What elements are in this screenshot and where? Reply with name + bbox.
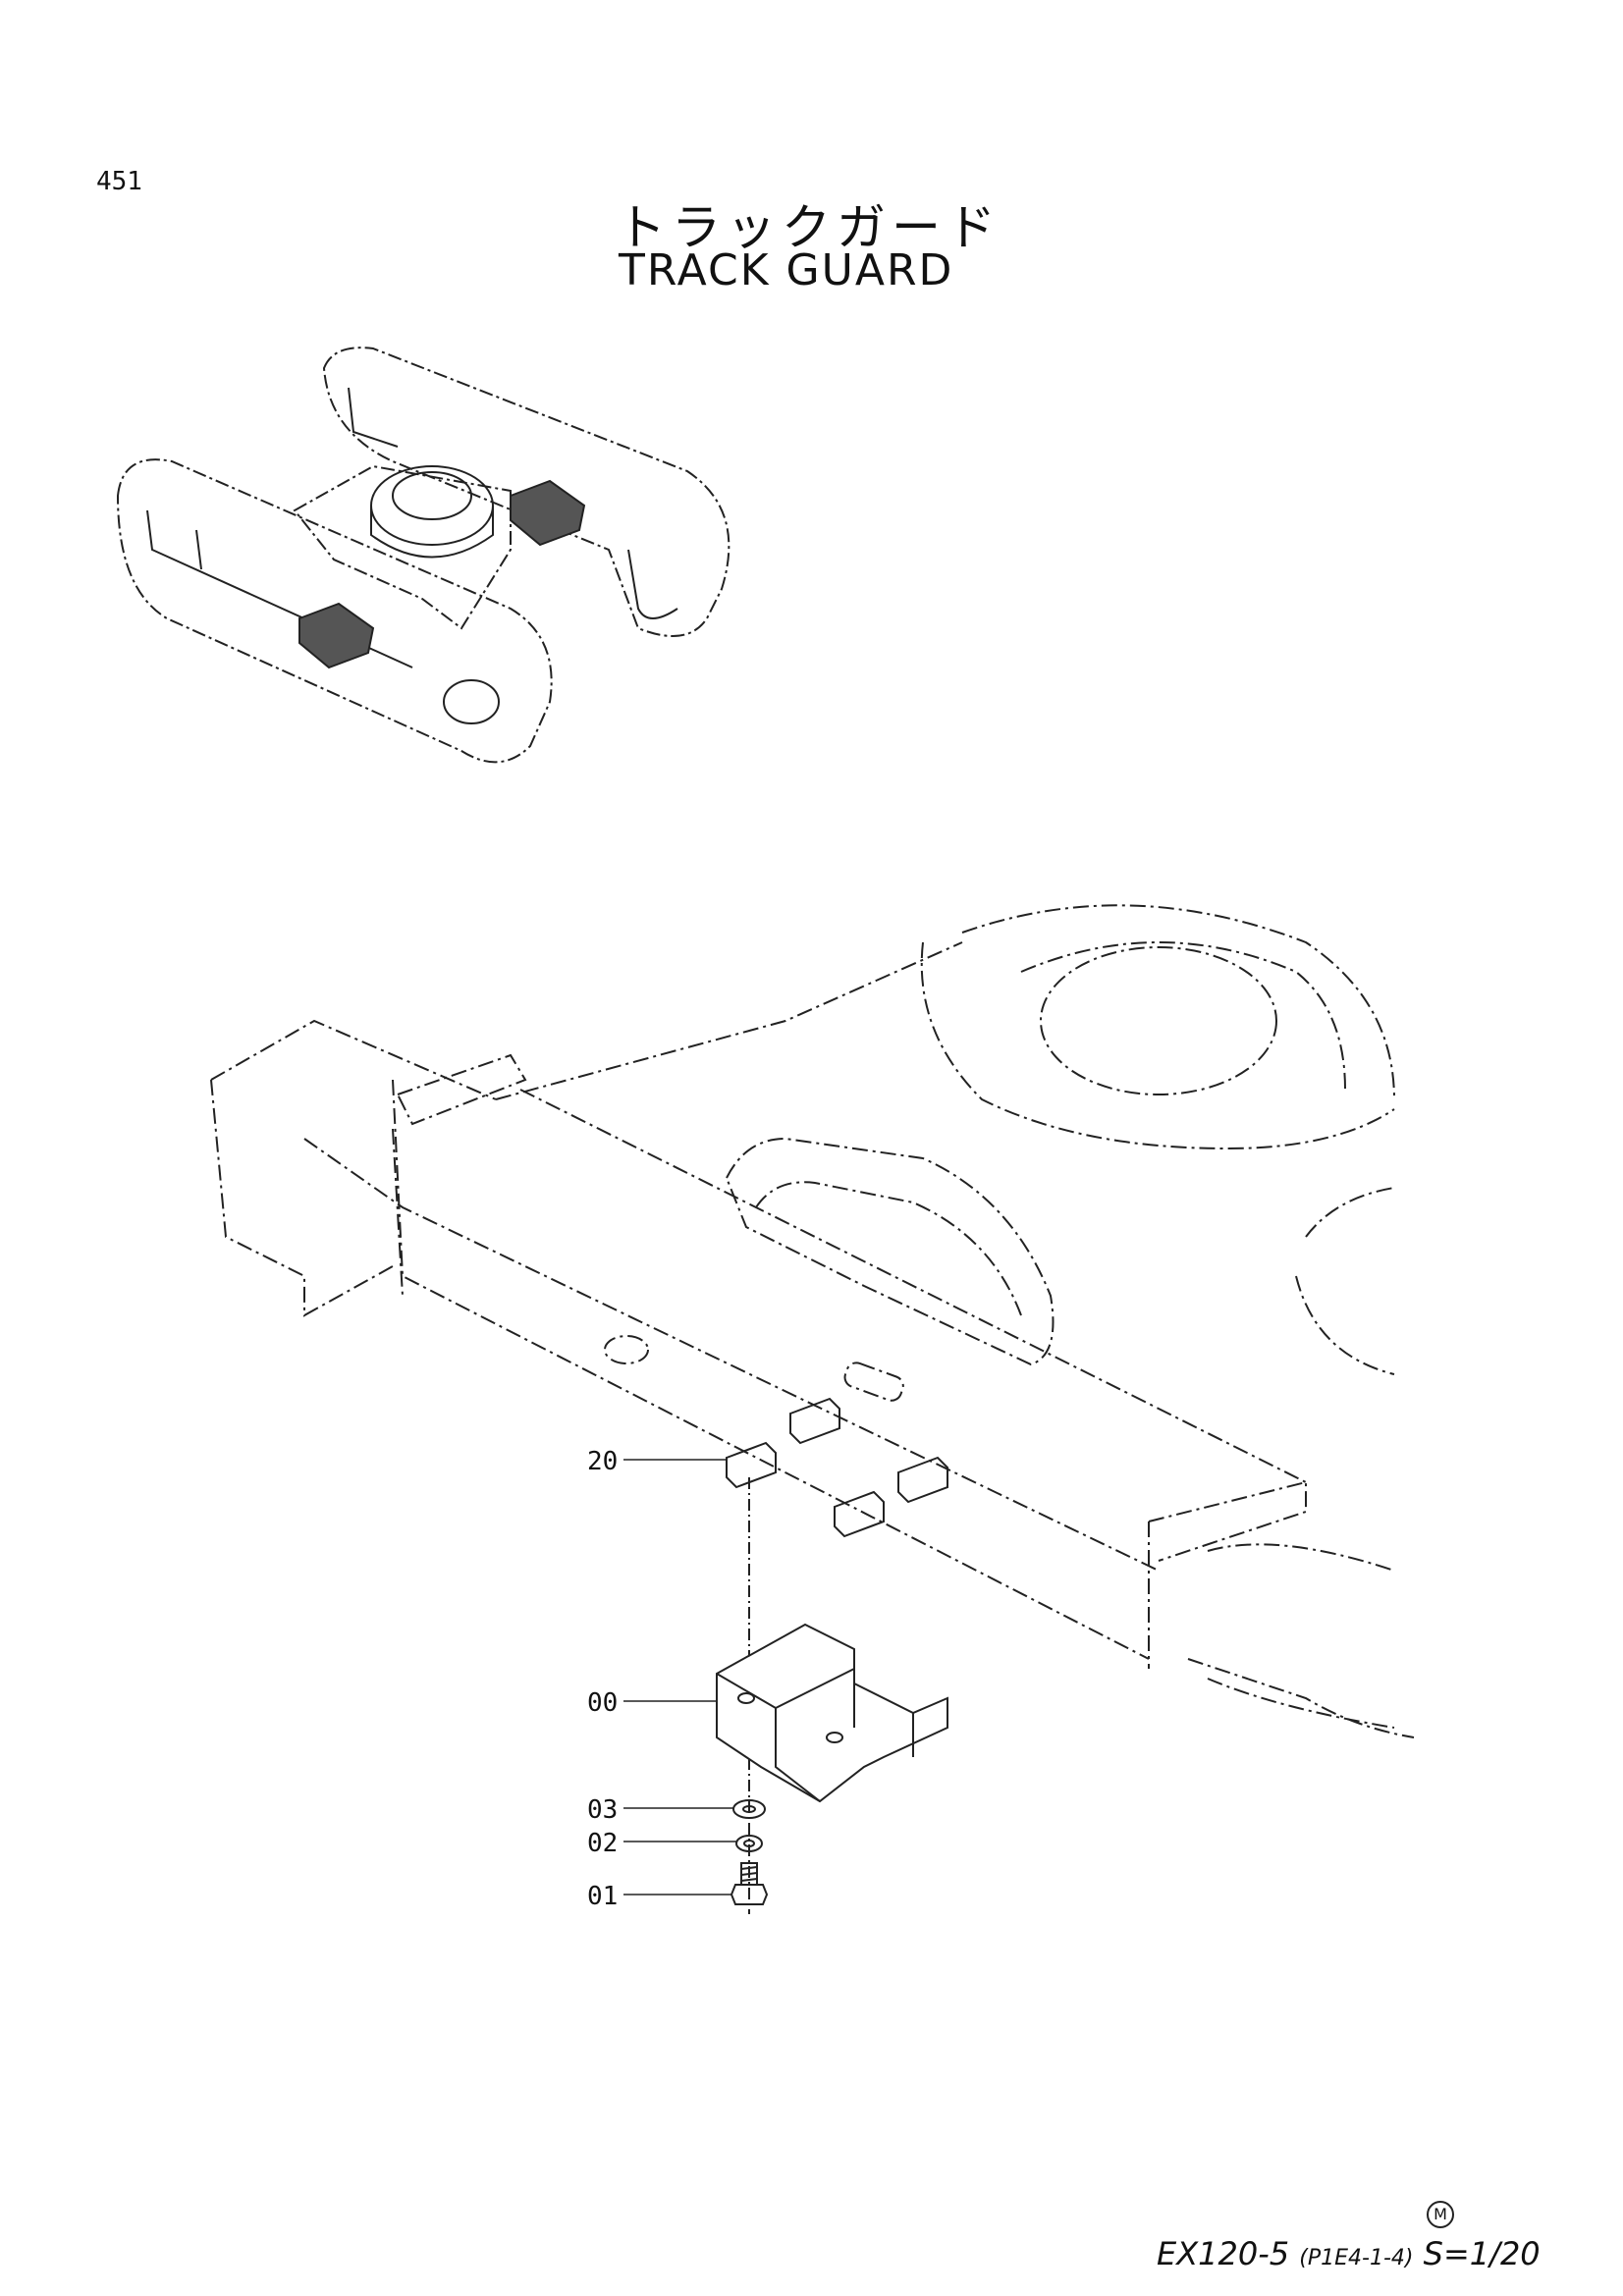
m-mark-icon: M	[1427, 2201, 1454, 2228]
section-code: (P1E4-1-4)	[1299, 2246, 1414, 2270]
page-title-japanese: トラックガード	[617, 199, 1001, 256]
callout-00: 00	[587, 1688, 619, 1718]
callout-20: 20	[587, 1447, 619, 1476]
scale: S=1/20	[1423, 2235, 1541, 2272]
leader-lines	[623, 1459, 736, 1896]
callout-03: 03	[587, 1795, 619, 1825]
spring-washer	[735, 1835, 763, 1852]
page-title-english: TRACK GUARD	[619, 245, 954, 295]
mounting-blocks	[726, 1397, 948, 1538]
callout-02: 02	[587, 1829, 619, 1858]
track-frame-detail	[210, 904, 1415, 1738]
undercarriage-overview	[116, 347, 730, 764]
track-guard-highlight-front	[298, 602, 375, 669]
callout-01: 01	[587, 1882, 619, 1911]
track-guard-part	[716, 1623, 948, 1803]
page-number: 451	[96, 167, 142, 196]
model-number: EX120-5	[1157, 2235, 1290, 2272]
footer: EX120-5 (P1E4-1-4) S=1/20	[1157, 2235, 1541, 2272]
track-guard-highlight-rear	[510, 479, 586, 547]
flat-washer	[732, 1799, 766, 1819]
